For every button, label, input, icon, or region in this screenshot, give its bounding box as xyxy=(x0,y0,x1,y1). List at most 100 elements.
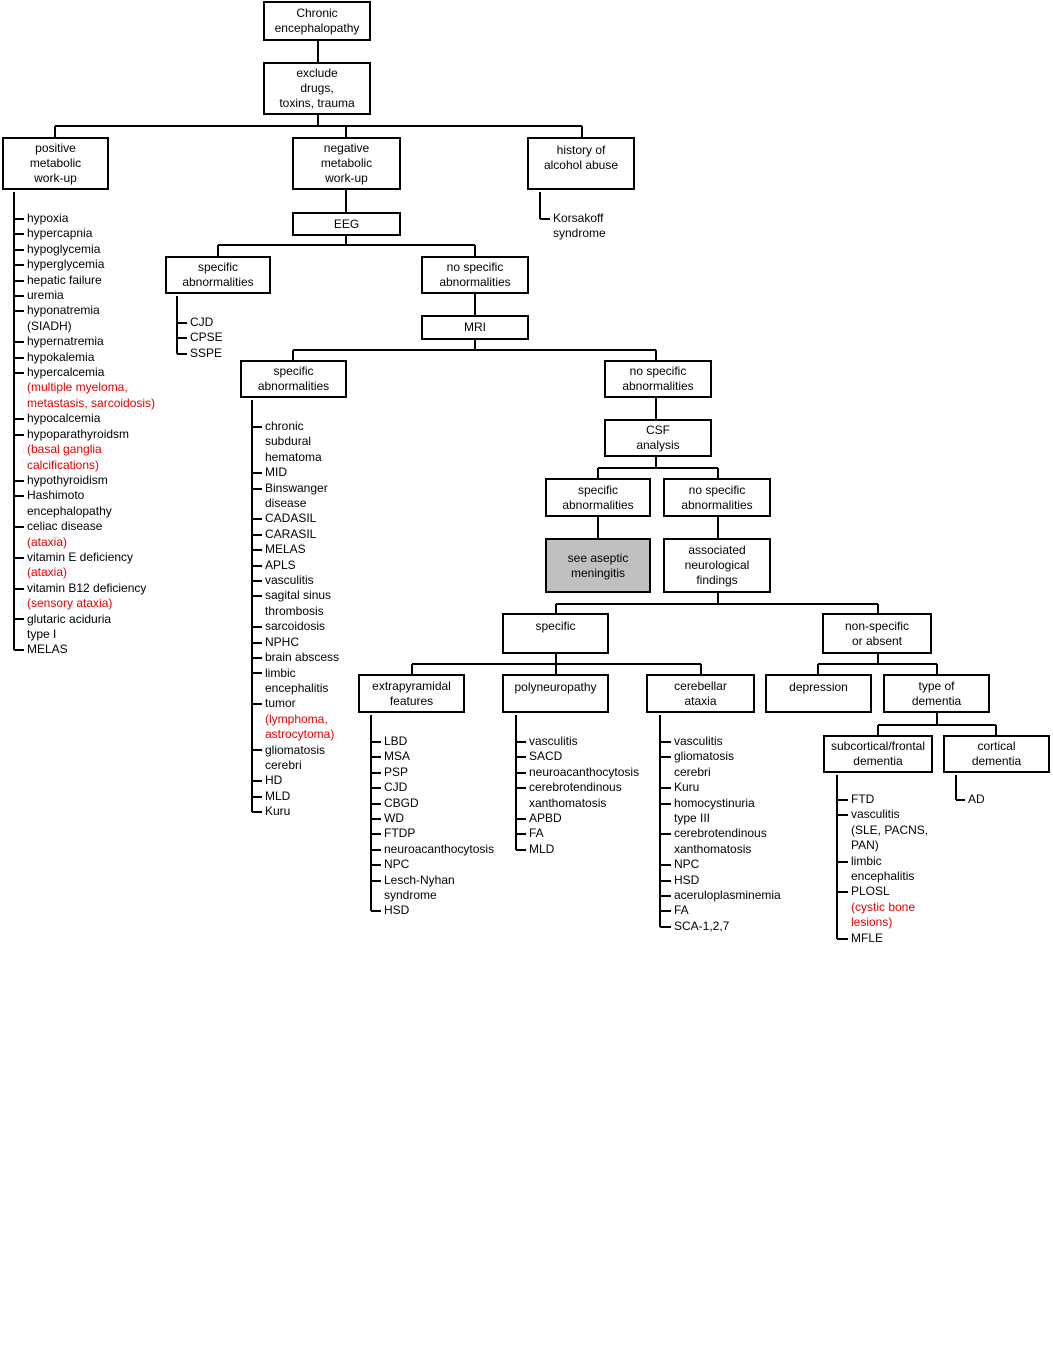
node-subcortical-dementia: subcortical/frontal dementia xyxy=(823,735,933,773)
list-tick-lines xyxy=(13,192,965,940)
list-item: (SLE, PACNS, xyxy=(851,822,929,837)
list-item: HSD xyxy=(674,872,700,887)
node-exclude: exclude drugs, toxins, trauma xyxy=(263,62,371,115)
list-item: (ataxia) xyxy=(27,565,68,580)
list-item: CBGD xyxy=(384,795,419,810)
node-aseptic-meningitis: see aseptic meningitis xyxy=(545,538,651,593)
node-chronic-encephalopathy: Chronic encephalopathy xyxy=(263,1,371,41)
list-item: sarcoidosis xyxy=(265,619,326,634)
list-item: hematoma xyxy=(265,449,322,464)
list-item: NPC xyxy=(384,857,410,872)
list-item: SCA-1,2,7 xyxy=(674,918,730,933)
list-item: vasculitis xyxy=(529,734,578,748)
list-item: Kuru xyxy=(265,804,291,819)
list-item: (cystic bone xyxy=(851,899,916,914)
node-positive-metabolic: positive metabolic work-up xyxy=(2,137,109,190)
list-item: MLD xyxy=(529,841,555,856)
node-specific: specific xyxy=(502,613,609,654)
list-item: hypercapnia xyxy=(27,226,93,241)
list-item: hypokalemia xyxy=(27,349,95,364)
list-item: hypothyroidism xyxy=(27,472,108,487)
list-item: HSD xyxy=(384,903,410,918)
list-item: sagital sinus xyxy=(265,588,332,603)
list-item: SSPE xyxy=(190,345,223,360)
list-item: hypercalcemia xyxy=(27,365,105,380)
list-item: LBD xyxy=(384,734,408,748)
list-item: disease xyxy=(265,496,307,511)
node-eeg: EEG xyxy=(292,212,401,236)
list-item: hypoxia xyxy=(27,211,69,225)
list-item: celiac disease xyxy=(27,519,103,534)
list-item: cerebri xyxy=(674,764,711,779)
node-type-of-dementia: type of dementia xyxy=(883,674,990,713)
list-item: MELAS xyxy=(265,542,306,557)
node-mri-nonspecific: no specific abnormalities xyxy=(604,360,712,398)
list-item: Binswanger xyxy=(265,480,328,495)
list-item: aceruloplasminemia xyxy=(674,888,781,903)
list-item: CARASIL xyxy=(265,526,317,541)
list-item: (sensory ataxia) xyxy=(27,596,113,611)
list-item: NPC xyxy=(674,857,700,872)
list-item: (SIADH) xyxy=(27,318,72,333)
node-mri: MRI xyxy=(421,315,529,340)
list-item: (lymphoma, xyxy=(265,711,328,726)
list-item: (basal ganglia xyxy=(27,442,102,457)
list-item: hyponatremia xyxy=(27,303,100,318)
list-item: FA xyxy=(674,903,689,918)
list-item: metastasis, sarcoidosis) xyxy=(27,395,156,410)
list-item: cerebrotendinous xyxy=(674,826,767,841)
list-item: (multiple myeloma, xyxy=(27,380,128,395)
list-item: hepatic failure xyxy=(27,272,102,287)
list-item: APLS xyxy=(265,557,296,572)
list-item: hypernatremia xyxy=(27,334,104,349)
list-item: FA xyxy=(529,826,544,841)
list-item: MSA xyxy=(384,749,411,764)
node-negative-metabolic: negative metabolic work-up xyxy=(292,137,401,190)
list-item: vitamin B12 deficiency xyxy=(27,580,147,595)
list-item: vasculitis xyxy=(851,807,900,822)
list-item: syndrome xyxy=(384,888,437,903)
list-item: chronic xyxy=(265,419,304,433)
node-csf-nonspecific: no specific abnormalities xyxy=(663,478,771,517)
list-item: FTDP xyxy=(384,826,416,841)
list-item: xanthomatosis xyxy=(674,841,752,856)
list-item: Kuru xyxy=(674,780,700,795)
list-item: homocystinuria xyxy=(674,795,755,810)
node-csf-specific: specific abnormalities xyxy=(545,478,651,517)
list-item: type I xyxy=(27,626,57,641)
list-item: CJD xyxy=(384,780,408,795)
node-alcohol-abuse: history of alcohol abuse xyxy=(527,137,635,190)
list-item: APBD xyxy=(529,811,562,826)
list-item: MFLE xyxy=(851,930,884,945)
list-item: tumor xyxy=(265,696,296,711)
list-item: (ataxia) xyxy=(27,534,68,549)
list-item: encephalitis xyxy=(851,869,915,884)
list-item: encephalopathy xyxy=(27,503,112,518)
list-item: FTD xyxy=(851,792,875,806)
node-polyneuropathy: polyneuropathy xyxy=(502,674,609,713)
node-eeg-specific: specific abnormalities xyxy=(165,256,271,294)
list-item: MELAS xyxy=(27,642,68,657)
list-item: HD xyxy=(265,773,283,788)
list-item: AD xyxy=(968,792,985,806)
node-eeg-nonspecific: no specific abnormalities xyxy=(421,256,529,294)
list-item: lesions) xyxy=(851,915,893,930)
list-item: CJD xyxy=(190,315,214,329)
list-item: MID xyxy=(265,465,287,480)
list-item: type III xyxy=(674,811,711,826)
list-item: cerebrotendinous xyxy=(529,780,622,795)
node-mri-specific: specific abnormalities xyxy=(240,360,347,398)
list-item: gliomatosis xyxy=(674,749,735,764)
node-associated-findings: associated neurological findings xyxy=(663,538,771,593)
list-item: cerebri xyxy=(265,757,302,772)
list-item: vasculitis xyxy=(674,734,723,748)
list-item: Korsakoff xyxy=(553,211,604,225)
list-item: vitamin E deficiency xyxy=(27,549,134,564)
node-csf-analysis: CSF analysis xyxy=(604,419,712,457)
list-item: neuroacanthocytosis xyxy=(529,764,640,779)
